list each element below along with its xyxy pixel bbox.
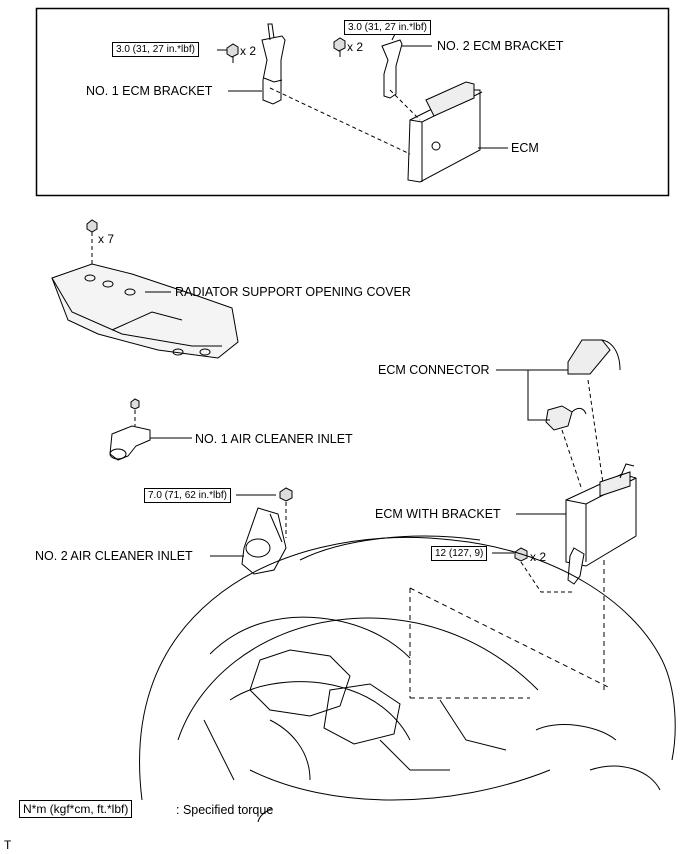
dashed-guide [409,560,611,699]
top-panel-frame [35,7,670,197]
ecm-connector-label: ECM CONNECTOR [378,363,490,377]
quantity-label: x 7 [98,232,115,246]
bolt-icon [279,487,293,502]
legend-text: : Specified torque [176,803,274,817]
leader-line [257,807,273,823]
no2-ecm-bracket-shape [381,31,403,99]
torque-spec-no2-inlet: 7.0 (71, 62 in.*lbf) [144,488,231,503]
leader-line [496,369,568,421]
torque-spec-no2-bracket: 3.0 (31, 27 in.*lbf) [344,20,431,35]
bolt-icon [333,37,346,57]
radiator-support-opening-cover-label: RADIATOR SUPPORT OPENING COVER [175,285,411,299]
bolt-icon [130,398,140,410]
ecm-unit-shape [407,81,483,183]
bolt-icon [226,43,239,63]
quantity-label: x 2 [530,550,547,564]
torque-spec-no1-bracket: 3.0 (31, 27 in.*lbf) [112,42,199,57]
ecm-label: ECM [511,141,539,155]
torque-spec-ecm: 12 (127, 9) [431,546,488,561]
bolt-icon [86,219,98,233]
quantity-label: x 2 [240,44,257,58]
bolt-icon [514,547,528,562]
no1-ecm-bracket-label: NO. 1 ECM BRACKET [86,84,213,98]
no1-ecm-bracket-shape [261,23,286,105]
no2-inlet-shape [241,507,287,575]
leader-line [217,45,508,149]
no1-inlet-shape [109,425,151,461]
ecm-with-bracket-label: ECM WITH BRACKET [375,507,501,521]
torque-unit-legend-box: N*m (kgf*cm, ft.*lbf) [19,800,133,818]
footer-mark: T [4,838,12,852]
no2-ecm-bracket-label: NO. 2 ECM BRACKET [437,39,564,53]
vehicle-outline [139,535,676,801]
quantity-label: x 2 [347,40,364,54]
ecm-with-bracket-shape [565,463,637,585]
dashed-guide [561,379,605,491]
ecm-connector-shape [545,339,621,431]
dashed-guide [520,561,575,593]
dashed-guide [269,87,421,155]
radiator-cover-shape [51,263,239,359]
no1-air-cleaner-inlet-label: NO. 1 AIR CLEANER INLET [195,432,353,446]
no2-air-cleaner-inlet-label: NO. 2 AIR CLEANER INLET [35,549,193,563]
